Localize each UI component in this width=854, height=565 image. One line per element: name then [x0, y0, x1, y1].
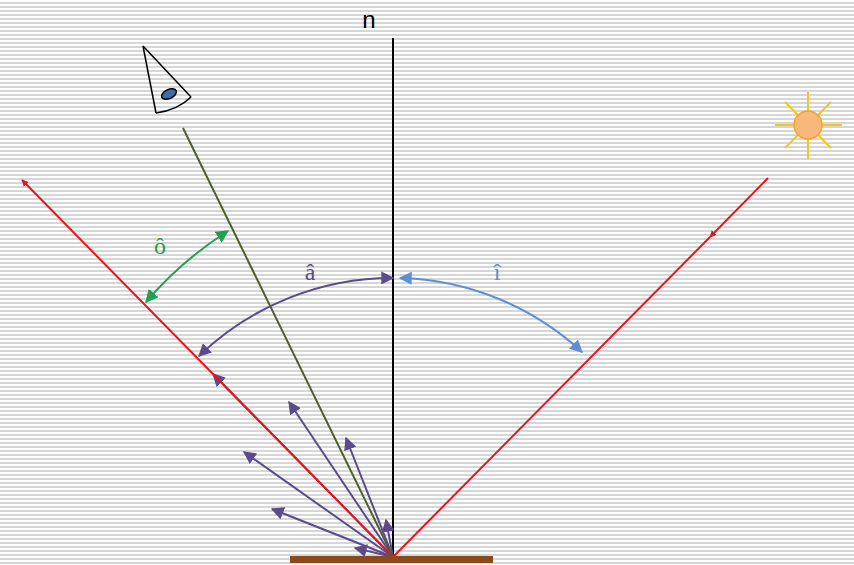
incidence-angle-arc [400, 278, 582, 352]
incident-ray [393, 178, 768, 557]
surface [290, 556, 493, 563]
reflected-ray [22, 180, 393, 557]
view-ray [183, 128, 393, 557]
sun-icon [775, 92, 842, 159]
normal-line [392, 38, 394, 557]
angle-label: ô [154, 234, 166, 258]
angle-label: î [494, 260, 501, 284]
angle-label: â [305, 260, 316, 284]
eye-icon [143, 46, 191, 113]
reflection-angle-arc [199, 278, 393, 356]
normal-label: n [362, 8, 375, 32]
view-angle-arc [146, 231, 228, 302]
